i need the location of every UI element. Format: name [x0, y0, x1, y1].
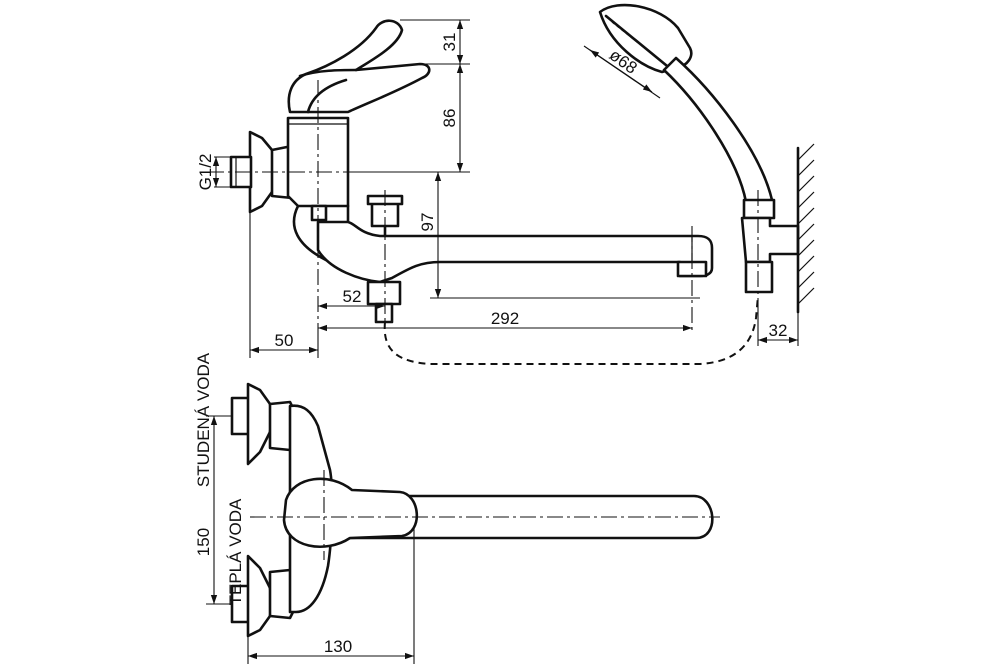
- side-dimensions: 31 86 G1/2 97 ø68 52 292 50 32: [196, 19, 799, 358]
- shower-cone: [742, 198, 776, 220]
- dim-inlet-spacing: 150: [194, 528, 213, 556]
- dim-connection-thread: G1/2: [196, 154, 215, 191]
- dim-spout-length: 292: [491, 309, 519, 328]
- wall-hatch: [796, 143, 815, 314]
- dim-handle-height: 31: [440, 33, 459, 52]
- hose-nut: [744, 260, 774, 294]
- hose-connector: [366, 280, 402, 306]
- side-view: [229, 19, 714, 324]
- shower-handle: [662, 56, 774, 204]
- label-cold-water: STUDENÁ VODA: [194, 352, 213, 487]
- dim-holder-offset: 32: [769, 321, 788, 340]
- lever-front: [282, 477, 419, 548]
- body-screw: [310, 204, 328, 222]
- cold-flange: [246, 382, 274, 466]
- dim-front-width: 130: [324, 637, 352, 656]
- label-hot-water: TEPLÁ VODA: [226, 498, 245, 605]
- dim-body-height: 86: [440, 109, 459, 128]
- lever-handle: [287, 19, 431, 114]
- front-view: [230, 382, 720, 638]
- spout-side: [316, 220, 714, 284]
- dim-wall-offset: 50: [275, 331, 294, 350]
- dim-diverter-offset: 52: [343, 287, 362, 306]
- front-dimensions: 150 130 STUDENÁ VODA TEPLÁ VODA: [194, 352, 415, 664]
- shower-hose: [383, 295, 759, 365]
- hot-flange: [246, 554, 274, 638]
- wall-holder: [740, 216, 800, 264]
- dim-spout-height: 97: [418, 213, 437, 232]
